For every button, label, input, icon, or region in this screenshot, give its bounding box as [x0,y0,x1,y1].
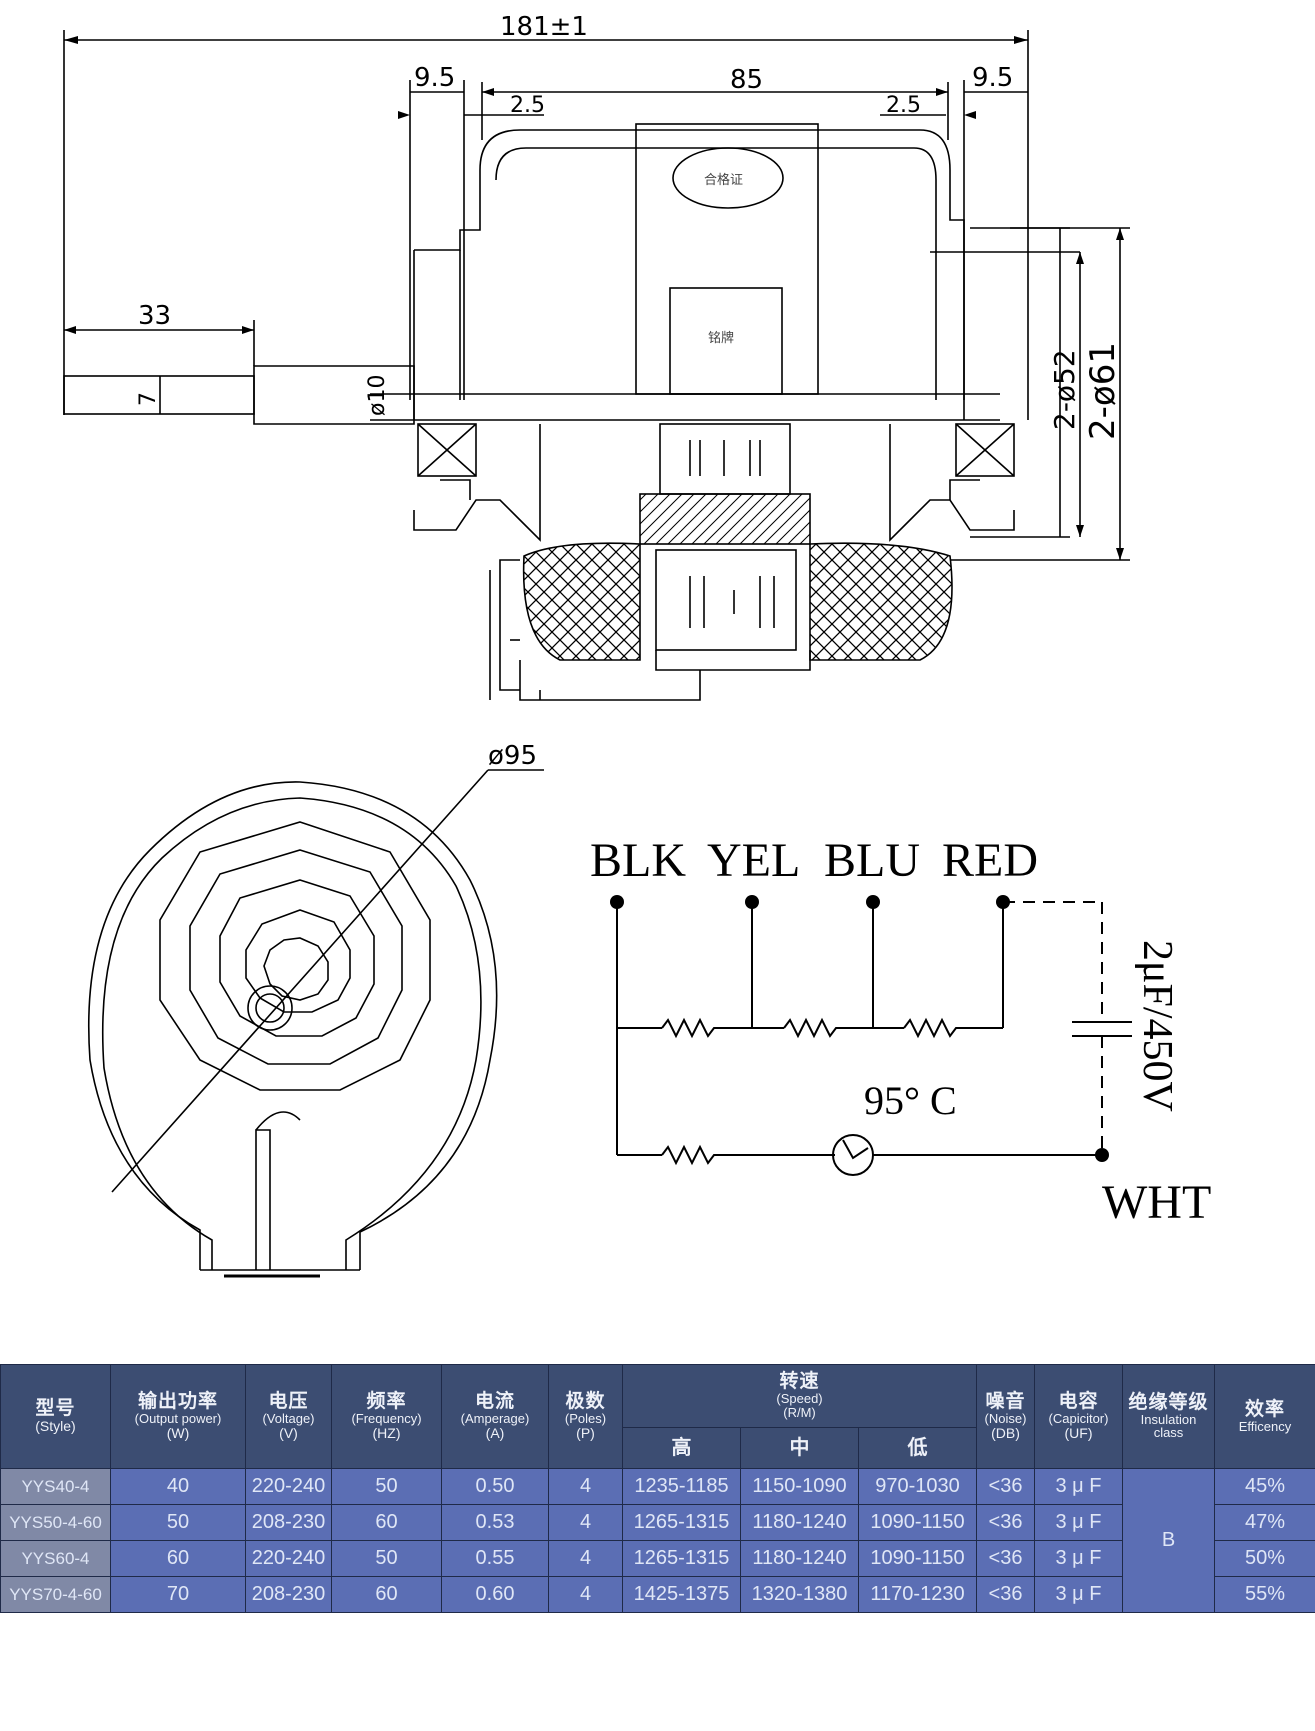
cell-frequency: 60 [331,1504,442,1541]
dim-flange-right: 9.5 [972,63,1013,93]
cell-speed-low: 1170-1230 [858,1576,977,1613]
wire-label-wht: WHT [1102,1176,1211,1229]
cell-efficiency: 50% [1214,1540,1315,1577]
cell-poles: 4 [548,1576,623,1613]
cell-poles: 4 [548,1540,623,1577]
table-row: YYS50-4-60 50 208-230 60 0.53 4 1265-131… [0,1504,1315,1541]
cell-power: 50 [110,1504,246,1541]
cell-poles: 4 [548,1504,623,1541]
capacitor-label: 2μF/450V [1134,940,1180,1112]
cell-speed-high: 1235-1185 [622,1468,741,1505]
header-speed-mid: 中 [740,1427,859,1469]
cell-speed-mid: 1180-1240 [740,1504,859,1541]
table-row: YYS40-4 40 220-240 50 0.50 4 1235-1185 1… [0,1468,1315,1613]
header-voltage: 电压(Voltage)(V) [245,1364,332,1469]
dim-flange-left: 9.5 [414,63,455,93]
cell-current: 0.53 [441,1504,549,1541]
header-current: 电流(Amperage)(A) [441,1364,549,1469]
header-frequency: 频率(Frequency)(HZ) [331,1364,442,1469]
dim-shaft-diameter: ø10 [365,375,390,416]
header-capacitor: 电容(Capicitor)(UF) [1034,1364,1123,1469]
cell-speed-low: 1090-1150 [858,1504,977,1541]
wire-label-red: RED [942,834,1038,887]
cell-noise: <36 [976,1468,1035,1505]
cell-voltage: 220-240 [245,1540,332,1577]
header-model: 型号(Style) [0,1364,111,1469]
cell-power: 70 [110,1576,246,1613]
dim-body-length: 85 [730,65,763,95]
wiring-terminals [610,895,1109,1162]
header-poles: 极数(Poles)(P) [548,1364,623,1469]
terminal-red [996,895,1010,909]
cell-noise: <36 [976,1504,1035,1541]
wire-label-yel: YEL [707,834,800,887]
terminal-yel [745,895,759,909]
cell-poles: 4 [548,1468,623,1505]
header-speed: 转速(Speed)(R/M) [622,1364,977,1428]
nameplate-rect-text: 铭牌 [708,330,734,346]
cell-capacitor: 3 μ F [1034,1468,1123,1505]
cell-current: 0.60 [441,1576,549,1613]
dim-overall-length: 181±1 [500,12,588,42]
cell-speed-mid: 1320-1380 [740,1576,859,1613]
cell-model: YYS60-4 [0,1540,111,1577]
terminal-blk [610,895,624,909]
cell-model: YYS70-4-60 [0,1576,111,1613]
cell-voltage: 208-230 [245,1576,332,1613]
cell-speed-low: 970-1030 [858,1468,977,1505]
cell-frequency: 60 [331,1576,442,1613]
end-view [87,769,544,1278]
motor-drawing: 181±1 9.5 85 9.5 2.5 2.5 33 7 ø10 2-ø52 … [63,12,1211,1278]
cell-frequency: 50 [331,1540,442,1577]
thermal-protector-label: 95° C [864,1078,957,1123]
dim-inset-left: 2.5 [510,93,545,118]
header-speed-low: 低 [858,1427,977,1469]
side-view [63,30,1130,701]
cell-power: 40 [110,1468,246,1505]
dim-outer-diameter: ø95 [488,741,537,771]
cell-efficiency: 55% [1214,1576,1315,1613]
cell-model: YYS40-4 [0,1468,111,1505]
terminal-blu [866,895,880,909]
spec-table: 型号(Style) 输出功率(Output power)(W) 电压(Volta… [0,1364,1315,1613]
cell-speed-high: 1425-1375 [622,1576,741,1613]
cell-model: YYS50-4-60 [0,1504,111,1541]
cell-capacitor: 3 μ F [1034,1576,1123,1613]
cell-speed-low: 1090-1150 [858,1540,977,1577]
header-speed-high: 高 [622,1427,741,1469]
cell-voltage: 220-240 [245,1468,332,1505]
cell-frequency: 50 [331,1468,442,1505]
wiring-diagram [616,901,1132,1176]
table-row: YYS70-4-60 70 208-230 60 0.60 4 1425-137… [0,1576,1315,1613]
dim-inset-right: 2.5 [886,93,921,118]
cell-speed-high: 1265-1315 [622,1504,741,1541]
terminal-wht [1095,1148,1109,1162]
cell-efficiency: 45% [1214,1468,1315,1505]
cell-efficiency: 47% [1214,1504,1315,1541]
cell-current: 0.55 [441,1540,549,1577]
wire-label-blk: BLK [590,834,686,887]
dim-housing-diameter: 2-ø61 [1083,342,1123,440]
cell-voltage: 208-230 [245,1504,332,1541]
cell-power: 60 [110,1540,246,1577]
nameplate-oval-text: 合格证 [704,172,743,188]
cell-speed-mid: 1150-1090 [740,1468,859,1505]
wire-label-blu: BLU [824,834,920,887]
dim-shaft-flat: 7 [136,392,161,406]
cell-noise: <36 [976,1576,1035,1613]
cell-capacitor: 3 μ F [1034,1540,1123,1577]
header-noise: 噪音(Noise)(DB) [976,1364,1035,1469]
cell-insulation-class: B [1122,1468,1215,1613]
dim-bearing-diameter: 2-ø52 [1048,349,1081,430]
cell-noise: <36 [976,1540,1035,1577]
header-power: 输出功率(Output power)(W) [110,1364,246,1469]
table-row: YYS60-4 60 220-240 50 0.55 4 1265-1315 1… [0,1540,1315,1577]
dim-shaft-length: 33 [138,301,171,331]
cell-current: 0.50 [441,1468,549,1505]
cell-speed-mid: 1180-1240 [740,1540,859,1577]
cell-capacitor: 3 μ F [1034,1504,1123,1541]
cell-speed-high: 1265-1315 [622,1540,741,1577]
